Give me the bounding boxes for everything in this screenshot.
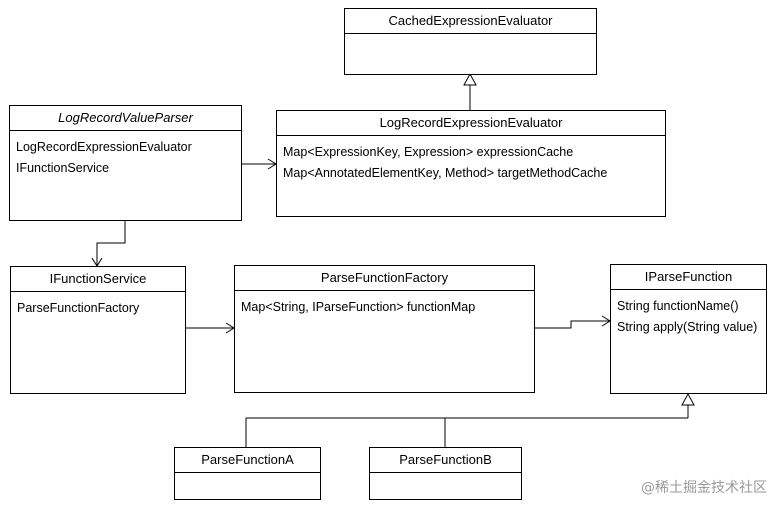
inheritance-implementations-to-parse-function bbox=[245, 392, 695, 447]
class-members: LogRecordExpressionEvaluator IFunctionSe… bbox=[10, 131, 241, 185]
class-member: String functionName() bbox=[617, 299, 739, 313]
class-member: Map<AnnotatedElementKey, Method> targetM… bbox=[283, 166, 608, 180]
watermark: @稀土掘金技术社区 bbox=[641, 480, 767, 496]
class-title: IFunctionService bbox=[11, 267, 185, 292]
class-members: Map<ExpressionKey, Expression> expressio… bbox=[277, 136, 665, 190]
class-log-record-value-parser[interactable]: LogRecordValueParser LogRecordExpression… bbox=[9, 105, 242, 221]
class-ifunction-service[interactable]: IFunctionService ParseFunctionFactory bbox=[10, 266, 186, 394]
class-parse-function-factory[interactable]: ParseFunctionFactory Map<String, IParseF… bbox=[234, 265, 535, 393]
class-title: ParseFunctionFactory bbox=[235, 266, 534, 291]
class-title: CachedExpressionEvaluator bbox=[345, 9, 596, 34]
association-factory-to-parse-function bbox=[534, 315, 611, 329]
class-title: ParseFunctionB bbox=[370, 448, 521, 473]
association-parser-to-evaluator bbox=[241, 158, 277, 170]
class-title: LogRecordValueParser bbox=[10, 106, 241, 131]
class-member: ParseFunctionFactory bbox=[17, 301, 140, 315]
class-iparse-function[interactable]: IParseFunction String functionName() Str… bbox=[610, 264, 767, 394]
class-members bbox=[345, 34, 596, 46]
class-member: Map<ExpressionKey, Expression> expressio… bbox=[283, 145, 574, 159]
association-service-to-factory bbox=[185, 322, 235, 334]
class-member: Map<String, IParseFunction> functionMap bbox=[241, 300, 476, 314]
class-members: String functionName() String apply(Strin… bbox=[611, 290, 766, 344]
class-members bbox=[175, 473, 320, 485]
class-member: String apply(String value) bbox=[617, 320, 758, 334]
class-title: LogRecordExpressionEvaluator bbox=[277, 111, 665, 136]
inheritance-evaluator-to-cached bbox=[463, 72, 477, 110]
class-log-record-expression-evaluator[interactable]: LogRecordExpressionEvaluator Map<Express… bbox=[276, 110, 666, 217]
class-members: ParseFunctionFactory bbox=[11, 292, 185, 325]
class-parse-function-b[interactable]: ParseFunctionB bbox=[369, 447, 522, 500]
class-members bbox=[370, 473, 521, 485]
class-title: IParseFunction bbox=[611, 265, 766, 290]
class-members: Map<String, IParseFunction> functionMap bbox=[235, 291, 534, 324]
class-member: IFunctionService bbox=[16, 161, 110, 175]
class-parse-function-a[interactable]: ParseFunctionA bbox=[174, 447, 321, 500]
association-parser-to-function-service bbox=[91, 220, 126, 267]
class-cached-expression-evaluator[interactable]: CachedExpressionEvaluator bbox=[344, 8, 597, 75]
class-member: LogRecordExpressionEvaluator bbox=[16, 140, 192, 154]
class-title: ParseFunctionA bbox=[175, 448, 320, 473]
